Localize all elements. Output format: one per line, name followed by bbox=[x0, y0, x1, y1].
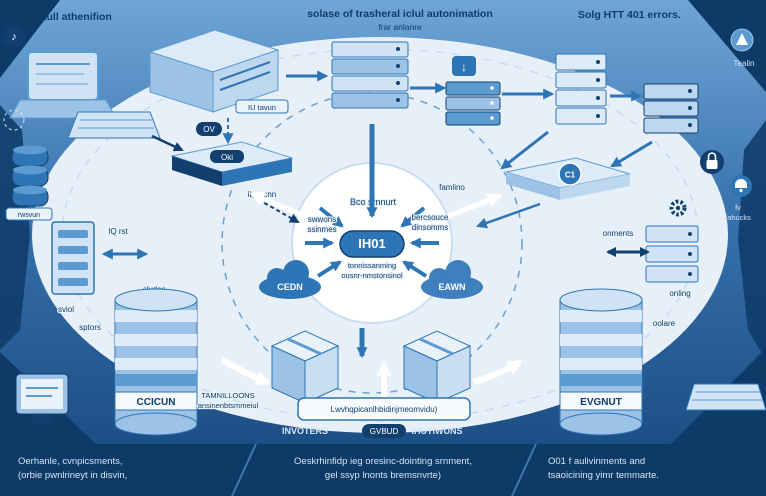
tealin-label: Tealin bbox=[734, 59, 755, 68]
corner-dark-top-right bbox=[688, 0, 766, 92]
svg-text:♪: ♪ bbox=[11, 31, 17, 43]
database-cylinder-left: CCICUN bbox=[114, 288, 198, 436]
cloud-left-label: CEDN bbox=[277, 282, 303, 292]
corner-dark-top-left bbox=[0, 0, 60, 78]
tower-label-1: sviol bbox=[58, 305, 74, 314]
heading-left: Oci vaull athenifion bbox=[15, 11, 112, 23]
hub-right-label-1: bercsouce bbox=[412, 213, 449, 222]
connector-arrows bbox=[101, 70, 653, 398]
download-icon bbox=[452, 56, 476, 76]
keyboard-bottom-right bbox=[685, 383, 766, 411]
box-right-label: IHUTIWUNS bbox=[412, 426, 463, 436]
device-oki: Oki bbox=[170, 141, 294, 186]
printer-server: IU tavun bbox=[148, 29, 289, 114]
bell-icon bbox=[730, 175, 752, 197]
dashed-circle-icon bbox=[3, 109, 25, 131]
hub-left-label-2: ssinmes bbox=[307, 225, 336, 234]
server-rack-center bbox=[331, 41, 409, 109]
mid-tag-label: IQ rst bbox=[108, 227, 128, 236]
hub-right-label-2: dinsomms bbox=[412, 223, 448, 232]
gear-icon bbox=[669, 199, 687, 217]
ov-tag: OV bbox=[196, 122, 222, 136]
download-icon-glyph: ↓ bbox=[461, 60, 467, 74]
hub-pill bbox=[339, 230, 405, 258]
server-rack-right bbox=[555, 53, 607, 125]
rack-tag-label: famlino bbox=[439, 183, 465, 192]
hub-sub-label-2: ousnr-nmstonsinol bbox=[341, 271, 403, 280]
boxes-caption-1: TAMNILLOONS bbox=[201, 391, 254, 400]
rocket-icon bbox=[730, 28, 754, 52]
cloud-right-label: EAWN bbox=[439, 282, 466, 292]
device-oki-label: Oki bbox=[221, 153, 233, 162]
server-rack-far-right bbox=[643, 83, 699, 134]
hub-sub-label-1: tonnissanming bbox=[348, 261, 396, 270]
device-c1: C1 bbox=[505, 157, 631, 200]
device-c1-label: C1 bbox=[565, 171, 576, 180]
oolare-label: oolare bbox=[653, 319, 676, 328]
band-right-2: tsaoicining yimr temmarte. bbox=[548, 470, 659, 481]
heading-center-1: solase of trasheral iclul autonimation bbox=[307, 8, 493, 20]
right-rack-tag: onling bbox=[669, 289, 690, 298]
svg-text:OV: OV bbox=[203, 125, 215, 134]
cylinder-right-label: EVGNUT bbox=[580, 397, 622, 408]
cloud-left: CEDN bbox=[259, 260, 321, 299]
band-right-1: O01 f aulivinments and bbox=[548, 456, 645, 467]
printer-tag: IU tavun bbox=[248, 103, 276, 112]
left-tower bbox=[51, 221, 95, 295]
hub-inward-arrows bbox=[305, 206, 439, 278]
hub-pill-label: IH01 bbox=[358, 236, 385, 251]
banner-label: Lwvhqpicanlhbidinjmeomvidu) bbox=[331, 405, 438, 414]
central-hub: CEDN EAWN IH01 Bco srnnurt swwons ssinme… bbox=[259, 162, 483, 324]
database-cylinder-right: EVGNUT bbox=[559, 288, 643, 436]
right-rack bbox=[645, 225, 699, 283]
package-box-left bbox=[270, 330, 340, 404]
band-left-1: Oerhanle, cvnpicsments, bbox=[18, 456, 123, 467]
fv-label-1: fv bbox=[735, 203, 741, 212]
left-db-tag: rwsvun bbox=[18, 212, 40, 219]
fv-label-2: fahucks bbox=[725, 213, 751, 222]
banner-pill-label: GVBUD bbox=[370, 427, 399, 436]
cloud-right: EAWN bbox=[421, 260, 483, 299]
hub-left-label-1: swwons bbox=[308, 215, 336, 224]
left-db-stack: rwsvun bbox=[5, 145, 53, 221]
padlock-icon bbox=[700, 150, 724, 174]
cylinder-left-label: CCICUN bbox=[137, 397, 176, 408]
box-left-label: INVOTERS bbox=[282, 426, 328, 436]
bottom-band: Oerhanle, cvnpicsments, (orbie pwnlriney… bbox=[0, 443, 766, 496]
keyboard bbox=[67, 111, 161, 139]
server-rack-mid-right: ↓ bbox=[445, 56, 501, 126]
device-c1-sub: onments bbox=[603, 229, 634, 238]
monitor bbox=[15, 373, 69, 424]
laptop bbox=[9, 51, 117, 119]
heading-center-2: frar anlanre bbox=[378, 22, 422, 32]
package-box-right bbox=[402, 330, 472, 404]
heading-right: Solg HTT 401 errors. bbox=[578, 9, 681, 21]
tower-label-2: sptors bbox=[79, 323, 101, 332]
music-note-icon: ♪ bbox=[3, 25, 25, 47]
band-center-1: Oeskrhinfidp ieg oresinc-dointing srnmen… bbox=[294, 456, 472, 467]
bottom-banner: Lwvhqpicanlhbidinjmeomvidu) GVBUD bbox=[297, 397, 471, 438]
boxes-caption-2: ansinenbtsmmeiul bbox=[198, 401, 259, 410]
band-center-2: gel ssyp lnonts bremsnvrte) bbox=[325, 470, 441, 481]
band-left-2: (orbie pwnlrineyt in disvin, bbox=[18, 470, 127, 481]
